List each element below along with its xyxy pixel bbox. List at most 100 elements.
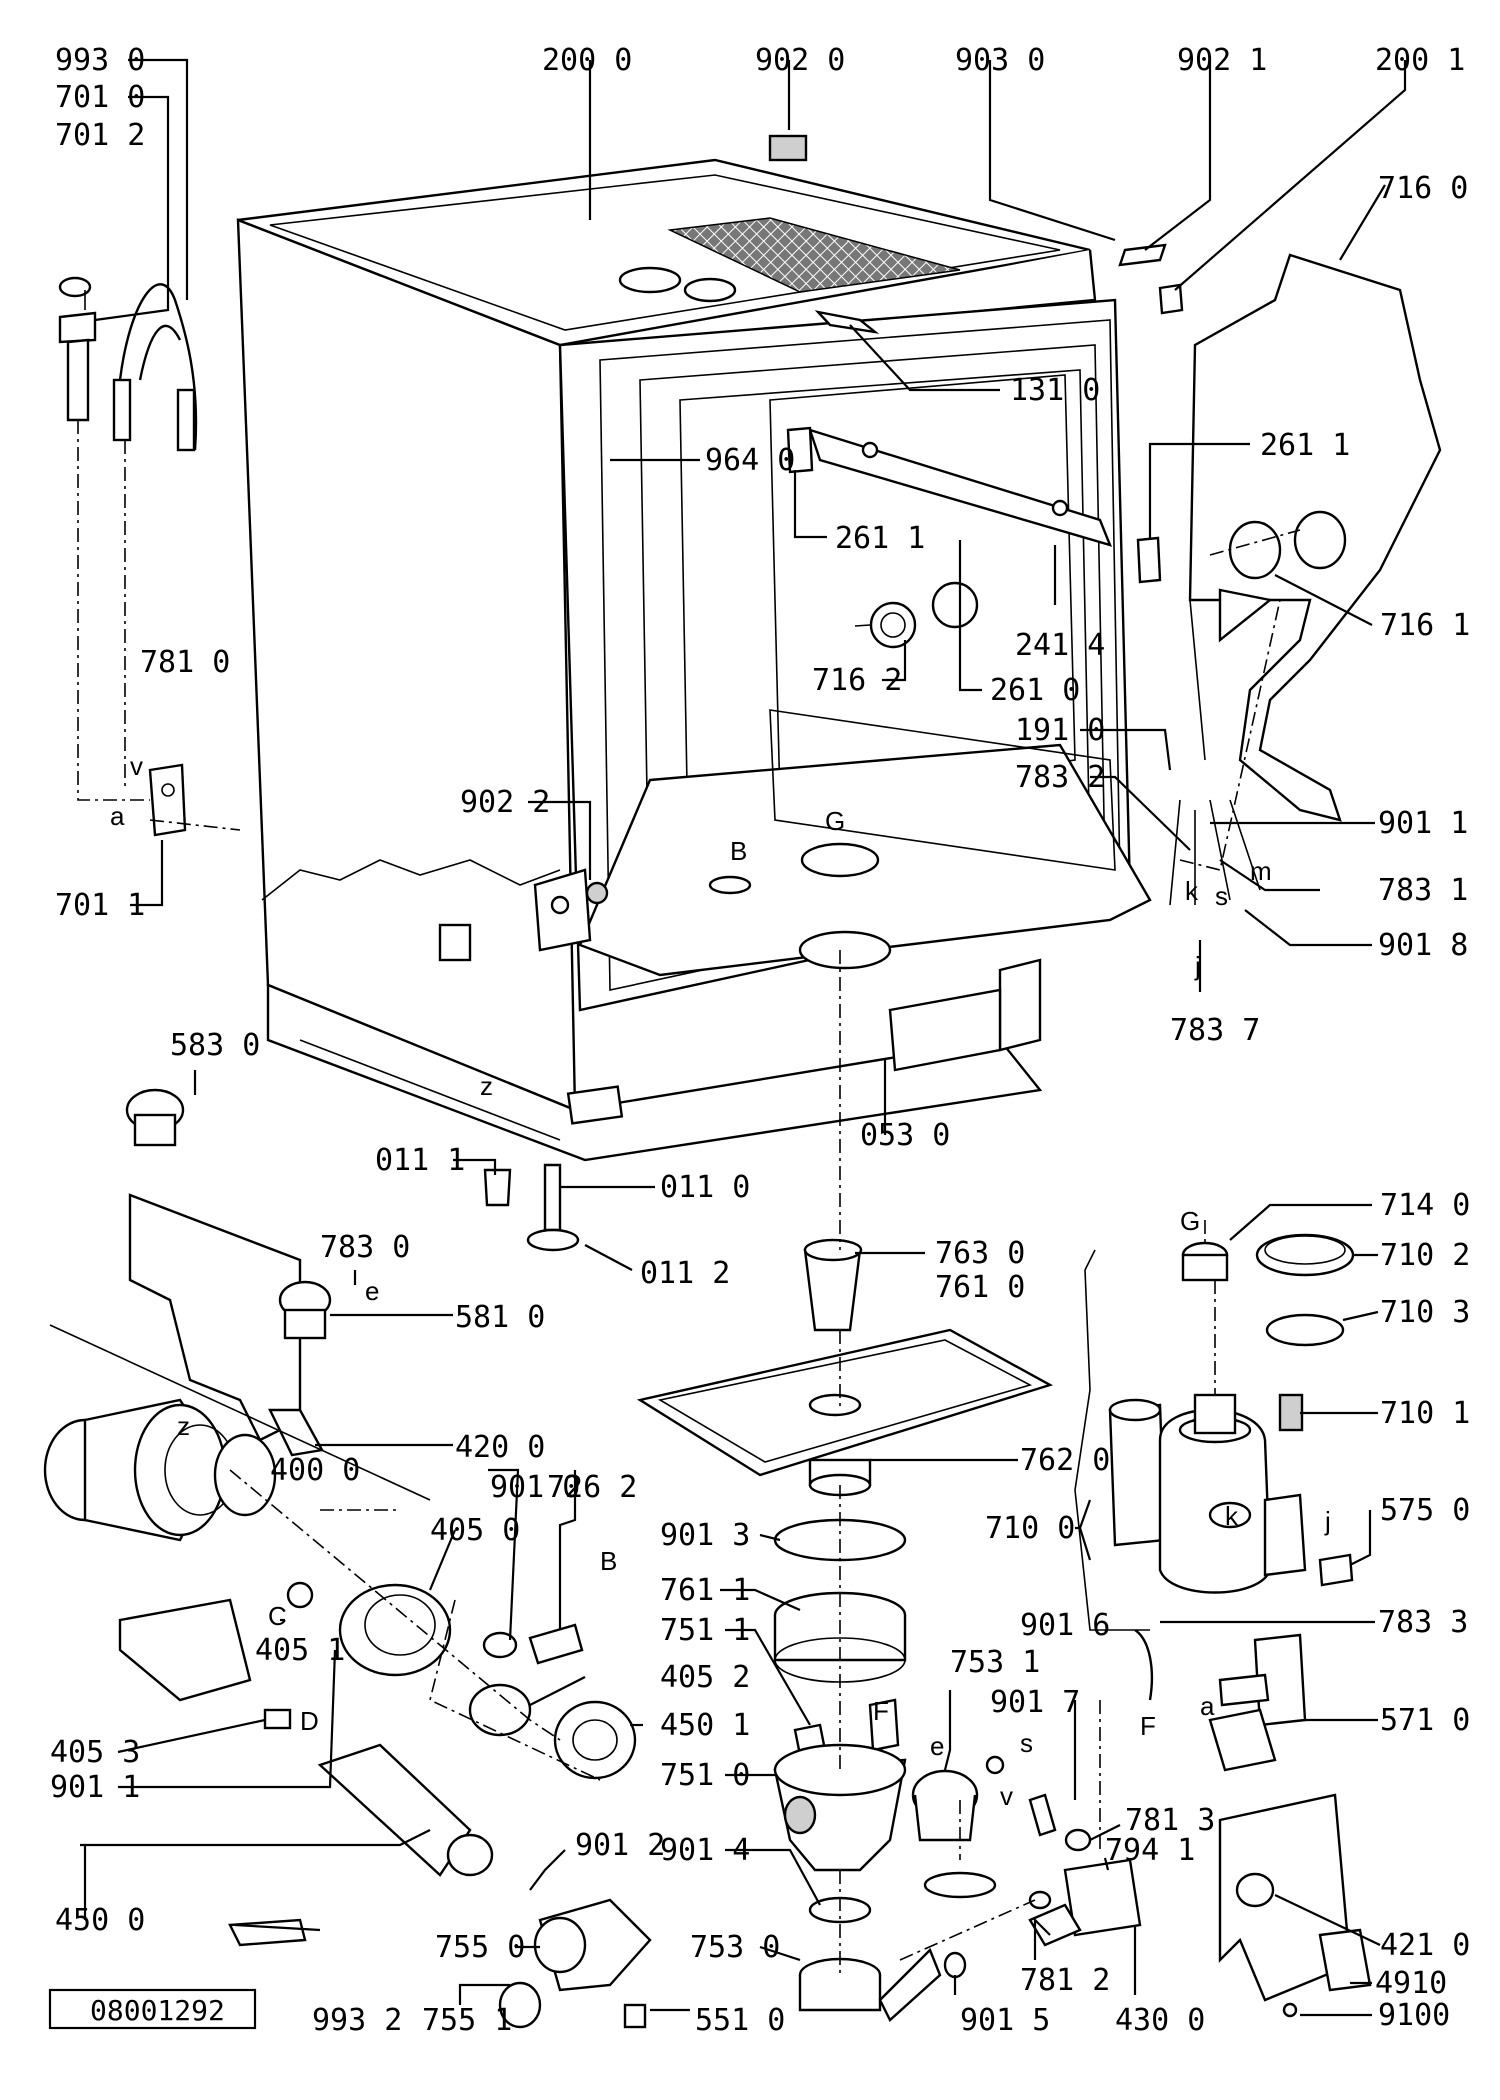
- label-261-1b: 261 1: [835, 521, 925, 556]
- label-755-1: 755 1: [422, 2003, 512, 2038]
- label-794-1: 794 1: [1105, 1833, 1195, 1868]
- letter-b-lower: B: [600, 1546, 617, 1576]
- label-450-1: 450 1: [660, 1708, 750, 1743]
- label-751-0: 751 0: [660, 1758, 750, 1793]
- label-421-0: 421 0: [1380, 1928, 1470, 1963]
- label-450-0: 450 0: [55, 1903, 145, 1938]
- letter-f: F: [873, 1696, 889, 1726]
- label-420-0: 420 0: [455, 1430, 545, 1465]
- letter-b: B: [730, 836, 747, 866]
- label-714-0: 714 0: [1380, 1188, 1470, 1223]
- label-783-2: 783 2: [1015, 760, 1105, 795]
- label-701-2: 701 2: [55, 118, 145, 153]
- label-763-0: 763 0: [935, 1236, 1025, 1271]
- label-716-2: 716 2: [812, 663, 902, 698]
- label-200-0: 200 0: [542, 43, 632, 78]
- label-781-0: 781 0: [140, 645, 230, 680]
- right-lower-parts: [1108, 1233, 1372, 2018]
- letter-e: e: [365, 1276, 379, 1306]
- label-551-0: 551 0: [695, 2003, 785, 2038]
- label-755-0: 755 0: [435, 1930, 525, 1965]
- label-710-3: 710 3: [1380, 1295, 1470, 1330]
- label-491-0: 4910: [1375, 1966, 1447, 2001]
- side-cover-panel: [1188, 253, 1442, 822]
- label-200-1: 200 1: [1375, 43, 1465, 78]
- letter-d: D: [300, 1706, 319, 1736]
- letter-k: k: [1185, 876, 1199, 906]
- letter-a-lower: a: [1200, 1691, 1215, 1721]
- label-261-0: 261 0: [990, 673, 1080, 708]
- label-011-1: 011 1: [375, 1143, 465, 1178]
- label-901-0: 901 0: [490, 1470, 580, 1505]
- part-labels: 993 0 701 0 701 2 200 0 902 0 903 0 902 …: [50, 43, 1470, 2038]
- label-583-0: 583 0: [170, 1028, 260, 1063]
- left-parts: [58, 276, 198, 837]
- label-405-2: 405 2: [660, 1660, 750, 1695]
- label-405-0: 405 0: [430, 1513, 520, 1548]
- label-761-1: 761 1: [660, 1573, 750, 1608]
- label-762-0: 762 0: [1020, 1443, 1110, 1478]
- label-581-0: 581 0: [455, 1300, 545, 1335]
- label-902-1: 902 1: [1177, 43, 1267, 78]
- label-901-7: 901 7: [990, 1685, 1080, 1720]
- label-903-0: 903 0: [955, 43, 1045, 78]
- label-430-0: 430 0: [1115, 2003, 1205, 2038]
- label-783-3: 783 3: [1378, 1605, 1468, 1640]
- letter-j: j: [1194, 951, 1201, 981]
- letter-s: s: [1215, 881, 1228, 911]
- label-901-3: 901 3: [660, 1518, 750, 1553]
- label-901-1b: 901 1: [50, 1770, 140, 1805]
- letter-z-lower: z: [177, 1411, 190, 1441]
- label-710-2: 710 2: [1380, 1238, 1470, 1273]
- label-011-2: 011 2: [640, 1256, 730, 1291]
- label-261-1a: 261 1: [1260, 428, 1350, 463]
- label-781-3: 781 3: [1125, 1803, 1215, 1838]
- letter-v-lower: v: [1000, 1781, 1013, 1811]
- label-761-0: 761 0: [935, 1270, 1025, 1305]
- label-753-1: 753 1: [950, 1645, 1040, 1680]
- letter-k-lower: k: [1225, 1501, 1239, 1531]
- letter-f-lower: F: [1140, 1711, 1156, 1741]
- letter-j-lower: j: [1324, 1506, 1331, 1536]
- dishwasher-tub: [236, 134, 1184, 1162]
- label-901-4: 901 4: [660, 1833, 750, 1868]
- label-726-2: 726 2: [547, 1470, 637, 1505]
- label-964-0: 964 0: [705, 443, 795, 478]
- letter-v: v: [130, 751, 143, 781]
- label-910-0: 9100: [1378, 1998, 1450, 2033]
- letter-e-lower: e: [930, 1731, 944, 1761]
- label-011-0: 011 0: [660, 1170, 750, 1205]
- label-405-3: 405 3: [50, 1735, 140, 1770]
- label-131-0: 131 0: [1010, 373, 1100, 408]
- label-191-0: 191 0: [1015, 713, 1105, 748]
- label-701-0: 701 0: [55, 80, 145, 115]
- reference-letters: v a G B k s m j e z z G B C k j F F D e …: [110, 751, 1331, 1811]
- label-241-4: 241 4: [1015, 628, 1105, 663]
- label-993-0: 993 0: [55, 43, 145, 78]
- letter-g-lower: G: [1180, 1206, 1200, 1236]
- label-575-0: 575 0: [1380, 1493, 1470, 1528]
- label-751-1: 751 1: [660, 1613, 750, 1648]
- label-783-7: 783 7: [1170, 1013, 1260, 1048]
- label-710-1: 710 1: [1380, 1396, 1470, 1431]
- letter-a: a: [110, 801, 125, 831]
- label-993-2: 993 2: [312, 2003, 402, 2038]
- letter-m: m: [1250, 856, 1272, 886]
- center-lower-parts: [636, 1238, 1142, 2022]
- label-901-2: 901 2: [575, 1828, 665, 1863]
- letter-z: z: [480, 1071, 493, 1101]
- label-902-0: 902 0: [755, 43, 845, 78]
- letter-g: G: [825, 806, 845, 836]
- label-781-2: 781 2: [1020, 1963, 1110, 1998]
- label-783-0: 783 0: [320, 1230, 410, 1265]
- label-400-0: 400 0: [270, 1453, 360, 1488]
- leader-lines: [49, 58, 1407, 2017]
- label-405-1: 405 1: [255, 1633, 345, 1668]
- label-901-6: 901 6: [1020, 1608, 1110, 1643]
- label-571-0: 571 0: [1380, 1703, 1470, 1738]
- label-053-0: 053 0: [860, 1118, 950, 1153]
- label-710-0: 710 0: [985, 1511, 1075, 1546]
- label-901-5: 901 5: [960, 2003, 1050, 2038]
- document-code: 08001292: [90, 1994, 225, 2027]
